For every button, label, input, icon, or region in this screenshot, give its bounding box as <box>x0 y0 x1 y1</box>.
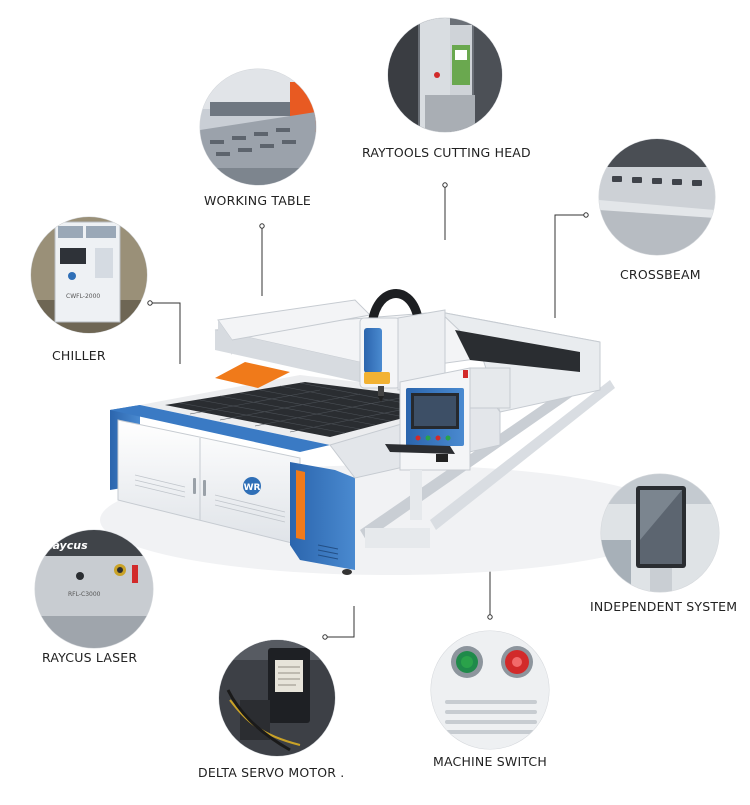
label-chiller: CHILLER <box>52 348 106 363</box>
delta-servo-motor-photo <box>218 639 336 757</box>
label-crossbeam: CROSSBEAM <box>620 267 701 282</box>
machine-logo: WR <box>244 483 261 493</box>
machine-switch-photo <box>430 630 550 750</box>
label-independent-system: INDEPENDENT SYSTEM <box>590 599 738 614</box>
raycus-model-label: RFL-C3000 <box>68 591 101 598</box>
vent-grille <box>134 474 286 523</box>
label-machine-switch: MACHINE SWITCH <box>433 754 547 769</box>
laser-cutting-machine: WR <box>100 289 680 575</box>
crossbeam-photo <box>598 138 716 256</box>
working-table-photo <box>199 68 317 186</box>
slat-grid <box>179 382 441 434</box>
chiller-model-label: CWFL-2000 <box>66 293 100 300</box>
chiller-photo: CWFL-2000 <box>30 216 148 334</box>
label-raytools-cutting-head: RAYTOOLS CUTTING HEAD <box>362 145 531 160</box>
raytools-cutting-head-photo <box>387 17 503 133</box>
blue-end-vents <box>317 544 339 560</box>
raycus-laser-photo: Raycus RFL-C3000 <box>34 529 154 649</box>
label-raycus-laser: RAYCUS LASER <box>42 650 138 665</box>
raycus-brand-label: Raycus <box>44 539 88 552</box>
independent-system-photo <box>600 473 720 593</box>
label-delta-servo-motor: DELTA SERVO MOTOR . <box>198 765 345 780</box>
label-working-table: WORKING TABLE <box>204 193 312 208</box>
